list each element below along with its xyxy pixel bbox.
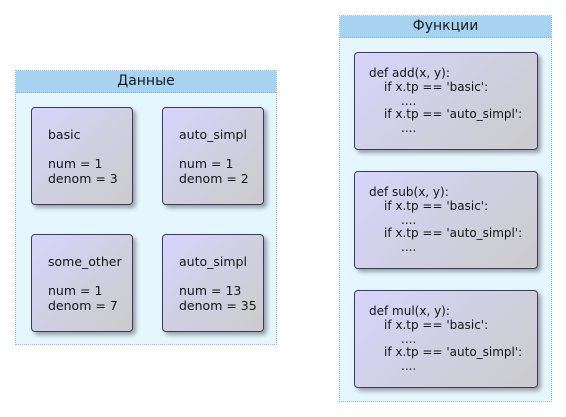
data-card-name: auto_simpl bbox=[179, 254, 247, 269]
functions-group: Функции def add(x, y): if x.tp == 'basic… bbox=[339, 15, 552, 402]
function-def: def sub(x, y): bbox=[369, 185, 449, 199]
data-card-denom: denom = 7 bbox=[48, 297, 118, 313]
function-condition: if x.tp == 'basic': bbox=[384, 79, 489, 94]
function-condition: if x.tp == 'basic': bbox=[384, 198, 489, 213]
data-card-num: num = 1 bbox=[48, 283, 103, 298]
data-card-auto-simpl-1: auto_simpl num = 1 denom = 2 bbox=[162, 107, 264, 205]
data-card-denom: denom = 3 bbox=[48, 170, 118, 186]
function-ellipsis: .... bbox=[401, 359, 417, 374]
function-condition: if x.tp == 'auto_simpl': bbox=[384, 107, 523, 122]
data-group-title: Данные bbox=[16, 71, 276, 93]
function-ellipsis: .... bbox=[401, 331, 417, 346]
function-condition: if x.tp == 'basic': bbox=[384, 317, 489, 332]
data-group: Данные basic num = 1 denom = 3 auto_simp… bbox=[15, 70, 277, 345]
function-card-add: def add(x, y): if x.tp == 'basic': .... … bbox=[354, 52, 538, 150]
data-card-name: some_other bbox=[48, 254, 122, 269]
data-card-denom: denom = 35 bbox=[179, 297, 257, 313]
function-card-mul: def mul(x, y): if x.tp == 'basic': .... … bbox=[354, 290, 538, 388]
function-ellipsis: .... bbox=[401, 93, 417, 108]
data-card-num: num = 13 bbox=[179, 283, 242, 298]
data-card-name: auto_simpl bbox=[179, 127, 247, 142]
function-card-sub: def sub(x, y): if x.tp == 'basic': .... … bbox=[354, 171, 538, 269]
data-card-num: num = 1 bbox=[179, 156, 234, 171]
function-def: def mul(x, y): bbox=[369, 304, 450, 318]
data-card-num: num = 1 bbox=[48, 156, 103, 171]
function-ellipsis: .... bbox=[401, 121, 417, 136]
function-ellipsis: .... bbox=[401, 212, 417, 227]
function-condition: if x.tp == 'auto_simpl': bbox=[384, 226, 523, 241]
function-condition: if x.tp == 'auto_simpl': bbox=[384, 345, 523, 360]
data-card-name: basic bbox=[48, 127, 81, 142]
data-card-basic: basic num = 1 denom = 3 bbox=[31, 107, 133, 205]
data-card-denom: denom = 2 bbox=[179, 170, 249, 186]
function-def: def add(x, y): bbox=[369, 66, 450, 80]
functions-group-title: Функции bbox=[340, 16, 551, 38]
function-ellipsis: .... bbox=[401, 240, 417, 255]
data-card-auto-simpl-2: auto_simpl num = 13 denom = 35 bbox=[162, 234, 264, 332]
data-card-some-other: some_other num = 1 denom = 7 bbox=[31, 234, 133, 332]
